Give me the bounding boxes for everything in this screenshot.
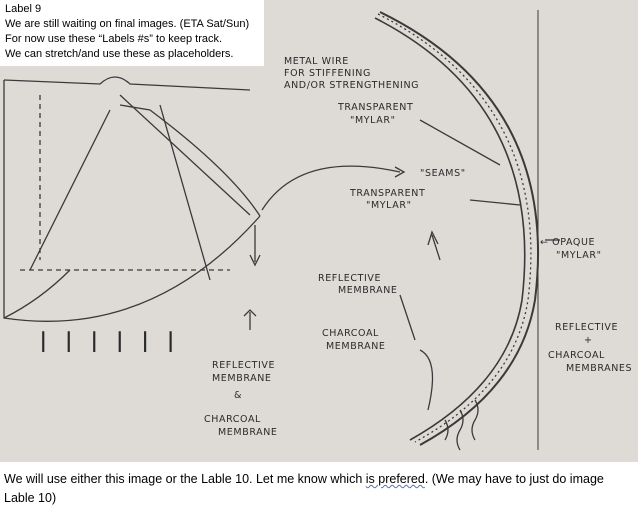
wall-hatching — [377, 13, 532, 443]
sketch-image: METAL WIRE FOR STIFFENING AND/OR STRENGT… — [0, 0, 638, 462]
label-reflective-bottom-2: MEMBRANE — [212, 373, 272, 384]
sketch-drawing: METAL WIRE FOR STIFFENING AND/OR STRENGT… — [3, 10, 632, 451]
left-dish-inner — [20, 95, 230, 271]
left-dish-outline — [3, 80, 261, 322]
heat-marks: ꟾ ꟾ ꟾ ꟾ ꟾ ꟾ — [40, 332, 180, 358]
caption-underlined: is prefered — [365, 472, 425, 486]
left-dish-rays — [29, 94, 251, 281]
label-metal-wire-2: FOR STIFFENING — [284, 68, 371, 79]
note-line-waiting: We are still waiting on final images. (E… — [5, 18, 250, 30]
note-line-labels: For now use these “Labels #s” to keep tr… — [5, 33, 223, 45]
label-reflective-mid-1: REFLECTIVE — [318, 273, 381, 284]
label-reflective-right-4: MEMBRANES — [566, 363, 632, 374]
left-arrow — [249, 225, 261, 267]
label-metal-wire-3: AND/OR STRENGTHENING — [284, 80, 419, 91]
label-reflective-bottom-1: REFLECTIVE — [212, 360, 275, 371]
label-opaque-1: ← OPAQUE — [540, 237, 595, 248]
label-reflective-bottom-4: CHARCOAL — [204, 414, 261, 425]
note-line-label: Label 9 — [5, 3, 42, 15]
note-line-placeholders: We can stretch/and use these as placehol… — [5, 48, 234, 60]
left-pointer — [243, 309, 257, 330]
label-reflective-right-1: REFLECTIVE — [555, 322, 618, 333]
label-opaque-2: "MYLAR" — [556, 250, 602, 261]
label-reflective-right-3: CHARCOAL — [548, 350, 605, 361]
label-charcoal-mid-1: CHARCOAL — [322, 328, 379, 339]
label-transparent-top-2: "MYLAR" — [350, 115, 396, 126]
inner-wall — [374, 17, 526, 441]
label-seams: "SEAMS" — [420, 168, 466, 179]
label-reflective-bottom-3: & — [234, 390, 242, 401]
label-transparent-mid-2: "MYLAR" — [366, 200, 412, 211]
caption-after: . (We may have to just do image Lable 10… — [4, 472, 604, 505]
caption-before: We will use either this image or the Lab… — [4, 472, 366, 486]
left-dish-top — [3, 76, 251, 91]
label-charcoal-mid-2: MEMBRANE — [326, 341, 386, 352]
note-box: Label 9 We are still waiting on final im… — [0, 0, 264, 66]
connector-arc — [261, 165, 401, 211]
label-reflective-mid-2: MEMBRANE — [338, 285, 398, 296]
outer-wall — [379, 11, 539, 446]
left-dish-curve — [3, 104, 261, 319]
label-transparent-top-1: TRANSPARENT — [337, 102, 413, 113]
label-reflective-right-2: + — [584, 335, 593, 346]
label-metal-wire-1: METAL WIRE — [284, 56, 349, 67]
label-reflective-bottom-5: MEMBRANE — [218, 427, 278, 438]
label-transparent-mid-1: TRANSPARENT — [349, 188, 425, 199]
caption-text: We will use either this image or the Lab… — [4, 470, 634, 508]
